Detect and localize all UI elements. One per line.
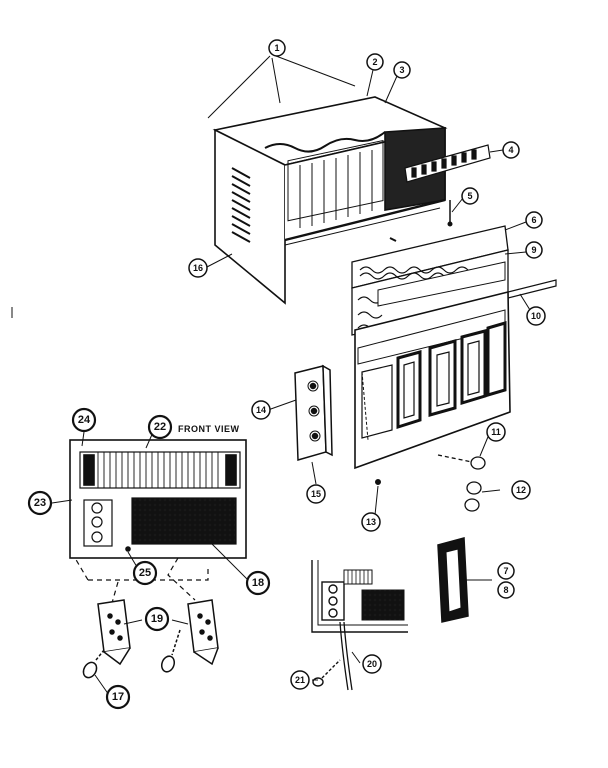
callout-18: 18 bbox=[245, 570, 271, 596]
front-view-label: FRONT VIEW bbox=[178, 424, 240, 434]
callout-23: 23 bbox=[27, 490, 53, 516]
part-7-8-grille-door bbox=[437, 537, 469, 623]
callout-20: 20 bbox=[362, 654, 382, 674]
callout-2: 2 bbox=[366, 53, 384, 71]
part-17-screws bbox=[82, 629, 181, 679]
svg-text:23: 23 bbox=[34, 497, 46, 509]
svg-text:17: 17 bbox=[112, 691, 124, 703]
svg-text:2: 2 bbox=[372, 57, 377, 67]
callout-25: 25 bbox=[132, 560, 158, 586]
svg-text:9: 9 bbox=[531, 245, 536, 255]
svg-text:10: 10 bbox=[531, 311, 541, 321]
callout-12: 12 bbox=[511, 480, 531, 500]
svg-text:16: 16 bbox=[193, 263, 203, 273]
callout-15: 15 bbox=[306, 484, 326, 504]
svg-text:18: 18 bbox=[252, 577, 264, 589]
callout-13: 13 bbox=[361, 512, 381, 532]
callouts: 1 2 3 4 5 6 9 10 16 14 11 12 13 15 24 22… bbox=[27, 39, 546, 710]
callout-9: 9 bbox=[525, 241, 543, 259]
svg-text:21: 21 bbox=[295, 675, 305, 685]
svg-text:8: 8 bbox=[503, 585, 508, 595]
callout-1: 1 bbox=[268, 39, 286, 57]
svg-text:6: 6 bbox=[531, 215, 536, 225]
callout-10: 10 bbox=[526, 306, 546, 326]
part-15-side-panel bbox=[294, 364, 333, 461]
svg-text:24: 24 bbox=[78, 414, 91, 426]
svg-text:15: 15 bbox=[311, 489, 321, 499]
svg-text:5: 5 bbox=[467, 191, 472, 201]
callout-3: 3 bbox=[393, 61, 411, 79]
front-grille-panel bbox=[354, 290, 511, 470]
bottom-detail-view bbox=[311, 560, 408, 691]
svg-text:11: 11 bbox=[491, 427, 501, 437]
svg-text:22: 22 bbox=[154, 421, 166, 433]
svg-text:4: 4 bbox=[508, 145, 513, 155]
svg-text:14: 14 bbox=[256, 405, 266, 415]
part-4-grille-strip bbox=[404, 144, 491, 183]
svg-text:19: 19 bbox=[151, 613, 163, 625]
callout-11: 11 bbox=[486, 422, 506, 442]
part-19-brackets bbox=[97, 599, 219, 666]
front-view-unit bbox=[69, 439, 247, 559]
callout-14: 14 bbox=[251, 400, 271, 420]
svg-text:13: 13 bbox=[366, 517, 376, 527]
svg-text:12: 12 bbox=[516, 485, 526, 495]
part-13-screw bbox=[375, 479, 381, 485]
svg-text:1: 1 bbox=[274, 43, 279, 53]
cabinet-wrapper bbox=[212, 96, 448, 305]
callout-19: 19 bbox=[144, 606, 170, 632]
callout-7: 7 bbox=[497, 562, 515, 580]
callout-5: 5 bbox=[461, 187, 479, 205]
callout-4: 4 bbox=[502, 141, 520, 159]
part-10-rod bbox=[507, 279, 557, 299]
svg-text:3: 3 bbox=[399, 65, 404, 75]
filter-panel bbox=[351, 225, 509, 336]
callout-21: 21 bbox=[290, 670, 310, 690]
callout-16: 16 bbox=[188, 258, 208, 278]
front-view-dashed-guides bbox=[74, 557, 209, 611]
svg-text:20: 20 bbox=[367, 659, 377, 669]
callout-17: 17 bbox=[105, 684, 131, 710]
callout-24: 24 bbox=[71, 407, 97, 433]
callout-22: 22 bbox=[147, 414, 173, 440]
svg-text:25: 25 bbox=[139, 567, 151, 579]
part-5-screws bbox=[389, 200, 453, 242]
svg-text:7: 7 bbox=[503, 566, 508, 576]
callout-6: 6 bbox=[525, 211, 543, 229]
part-12-knobs bbox=[437, 454, 486, 512]
callout-8: 8 bbox=[497, 581, 515, 599]
